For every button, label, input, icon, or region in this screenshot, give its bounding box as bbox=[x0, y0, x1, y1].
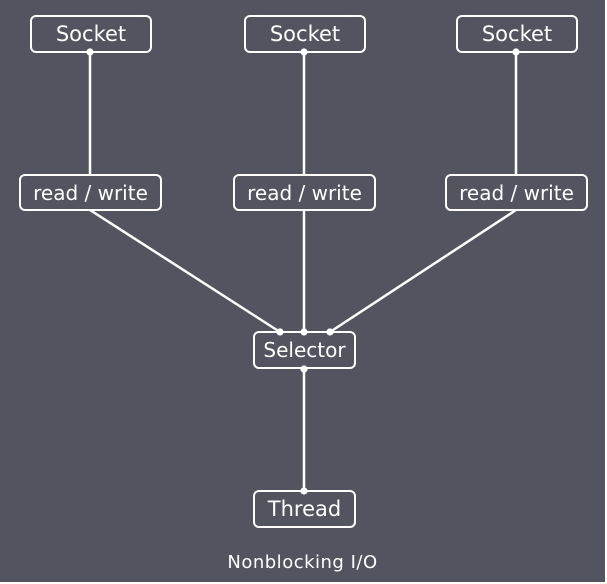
diagram-caption: Nonblocking I/O bbox=[227, 552, 378, 573]
read-write-label-3: read / write bbox=[459, 180, 574, 205]
socket-box-1: Socket bbox=[30, 15, 152, 53]
selector-box: Selector bbox=[253, 331, 356, 369]
selector-label: Selector bbox=[263, 338, 346, 362]
socket-label-3: Socket bbox=[481, 22, 553, 46]
read-write-box-3: read / write bbox=[445, 174, 588, 211]
socket-box-3: Socket bbox=[456, 15, 578, 53]
thread-box: Thread bbox=[253, 490, 356, 528]
read-write-box-2: read / write bbox=[233, 174, 376, 211]
read-write-label-2: read / write bbox=[247, 180, 362, 205]
socket-label-2: Socket bbox=[269, 22, 341, 46]
thread-label: Thread bbox=[267, 497, 342, 521]
socket-box-2: Socket bbox=[244, 15, 366, 53]
read-write-label-1: read / write bbox=[33, 180, 148, 205]
connector-rw-3-to-selector bbox=[329, 208, 517, 334]
read-write-box-1: read / write bbox=[19, 174, 162, 211]
connector-rw-1-to-selector bbox=[89, 208, 281, 334]
socket-label-1: Socket bbox=[55, 22, 127, 46]
